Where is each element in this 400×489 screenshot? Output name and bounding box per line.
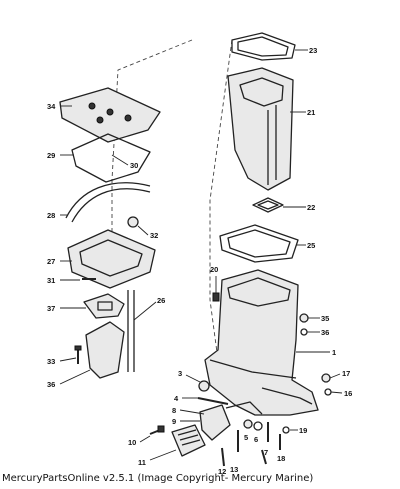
callout-labels: 23 21 22 25 20 35 36 1 17 16 34 29 30 28… bbox=[47, 46, 352, 476]
callout-28: 29 bbox=[47, 151, 55, 160]
part-33-plate bbox=[59, 87, 161, 143]
part-27-seal-strip bbox=[65, 182, 151, 223]
callout-26: 27 bbox=[47, 257, 55, 266]
callout-32: 33 bbox=[47, 357, 55, 366]
callout-12: 12 bbox=[218, 467, 226, 476]
part-37-plate bbox=[83, 293, 125, 319]
callout-25: 25 bbox=[307, 241, 315, 250]
part-34-nut bbox=[299, 313, 309, 323]
callout-18: 18 bbox=[277, 454, 285, 463]
callout-21: 21 bbox=[307, 108, 315, 117]
part-19-washer bbox=[282, 426, 290, 434]
part-12-screw bbox=[221, 447, 225, 467]
part-35-washer bbox=[300, 328, 308, 336]
callout-22: 22 bbox=[307, 203, 315, 212]
leader-lines bbox=[59, 49, 343, 461]
part-31-bushing bbox=[127, 216, 139, 228]
copyright-caption: MercuryPartsOnline v2.5.1 (Image Copyrig… bbox=[2, 473, 314, 484]
part-4-pin bbox=[197, 397, 229, 405]
callout-3: 3 bbox=[178, 369, 182, 378]
part-36-extension bbox=[85, 321, 125, 379]
part-21-exhaust-housing bbox=[227, 67, 294, 191]
callout-4: 4 bbox=[174, 394, 179, 403]
callout-23: 23 bbox=[309, 46, 317, 55]
callout-9: 9 bbox=[172, 417, 176, 426]
part-10-screw bbox=[149, 425, 165, 435]
part-28-gasket bbox=[71, 133, 151, 183]
callout-37: 37 bbox=[47, 304, 55, 313]
callout-13: 13 bbox=[230, 465, 238, 474]
callout-24: 26 bbox=[157, 296, 165, 305]
callout-36: 36 bbox=[47, 380, 55, 389]
part-26-adapter-plate bbox=[67, 229, 156, 289]
callout-17: 17 bbox=[342, 369, 350, 378]
callout-5: 5 bbox=[244, 433, 248, 442]
part-8-bracket bbox=[199, 401, 263, 441]
callout-29: 30 bbox=[130, 161, 138, 170]
part-25-gasket bbox=[219, 224, 299, 263]
part-1-driveshaft-housing bbox=[204, 269, 319, 416]
callout-30: 31 bbox=[47, 276, 55, 285]
part-32-bolt bbox=[74, 345, 82, 364]
callout-20: 20 bbox=[210, 265, 218, 274]
part-20-fitting bbox=[212, 276, 220, 302]
part-11-anode bbox=[171, 424, 206, 457]
callout-34: 35 bbox=[321, 314, 329, 323]
callout-6: 6 bbox=[254, 435, 258, 444]
callout-11: 11 bbox=[138, 458, 146, 467]
alignment-line-left bbox=[111, 39, 193, 250]
callout-35: 36 bbox=[321, 328, 329, 337]
part-5-nut bbox=[243, 419, 253, 429]
callout-1: 1 bbox=[332, 348, 336, 357]
callout-8: 8 bbox=[172, 406, 176, 415]
part-3-fitting bbox=[198, 380, 210, 392]
callout-33: 34 bbox=[47, 102, 56, 111]
part-6-washer bbox=[253, 421, 263, 431]
part-22-seal bbox=[252, 197, 284, 213]
callout-31: 32 bbox=[150, 231, 158, 240]
part-23-top-gasket bbox=[231, 32, 296, 61]
callout-16: 16 bbox=[344, 389, 352, 398]
callout-7: 7 bbox=[264, 448, 268, 457]
part-24-tube bbox=[127, 290, 135, 372]
callout-19: 19 bbox=[299, 426, 307, 435]
part-17-plug bbox=[321, 373, 331, 383]
part-16-washer bbox=[324, 388, 332, 396]
callout-10: 10 bbox=[128, 438, 136, 447]
part-hose-clamp bbox=[261, 449, 267, 465]
callout-27: 28 bbox=[47, 211, 55, 220]
alignment-line-right bbox=[209, 39, 233, 391]
